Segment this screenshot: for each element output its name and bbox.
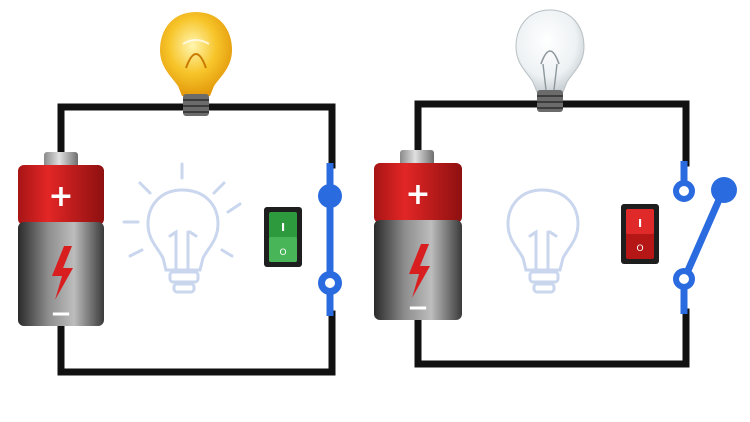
unlit-light-bulb-icon <box>515 9 585 112</box>
battery-terminal <box>400 150 434 166</box>
circuit-closed: + − <box>18 12 342 376</box>
switch-lever <box>682 189 726 279</box>
circuit-open: + − I O <box>374 9 737 368</box>
switch-lever-knob <box>711 177 737 203</box>
switch-contacts-closed <box>318 163 342 316</box>
battery-positive-end <box>374 163 462 223</box>
battery-terminal <box>44 152 78 168</box>
ghost-bulb-icon-unlit <box>506 188 580 294</box>
switch-on-mark: I <box>638 217 642 230</box>
lightning-icon <box>409 244 430 298</box>
switch-off-mark: O <box>279 248 286 258</box>
battery-plus-symbol: + <box>48 179 73 214</box>
battery-positive-end <box>18 165 104 225</box>
rocker-switch-off: I O <box>621 204 659 264</box>
lightning-icon <box>52 246 73 300</box>
switch-contacts-open <box>673 161 737 314</box>
ghost-bulb-icon-lit <box>122 162 242 294</box>
rocker-switch-on: I O <box>264 207 302 267</box>
battery-plus-symbol: + <box>405 177 430 212</box>
battery-right: + − <box>374 150 462 323</box>
battery-minus-symbol: − <box>407 293 429 323</box>
battery-minus-symbol: − <box>50 299 72 329</box>
glowing-light-bulb-icon <box>160 12 232 116</box>
switch-on-mark: I <box>281 221 285 234</box>
switch-off-mark: O <box>636 244 643 254</box>
battery-left: + − <box>18 152 104 329</box>
switch-contact-top <box>318 184 342 208</box>
